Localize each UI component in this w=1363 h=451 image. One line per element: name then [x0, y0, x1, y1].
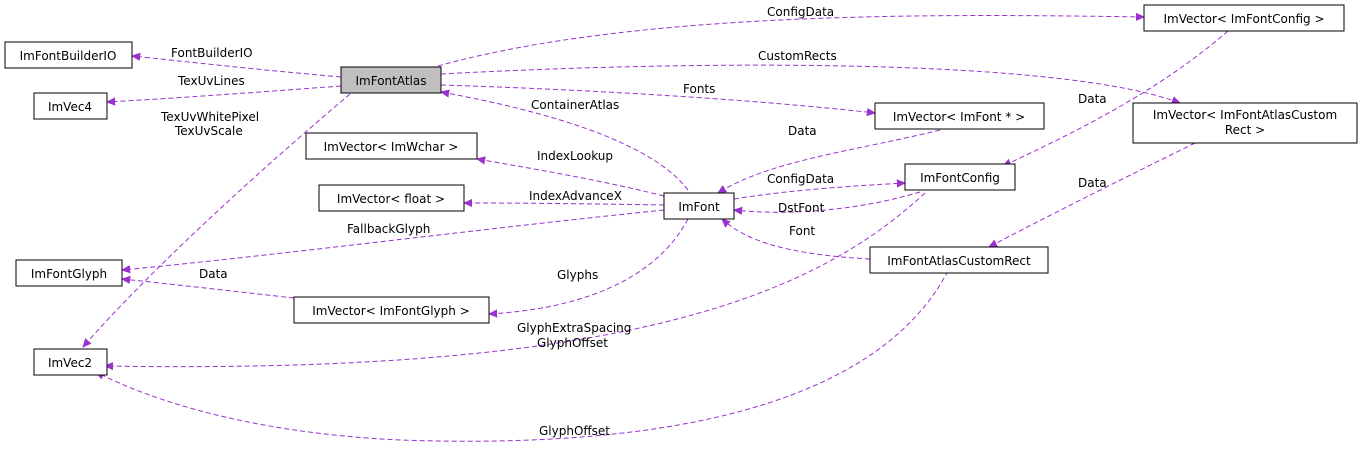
node-imvector-imwchar[interactable]: ImVector< ImWchar >	[305, 132, 478, 160]
edge-label-fontbuilderio: FontBuilderIO	[171, 46, 253, 60]
edge-indexlookup	[477, 159, 665, 197]
edge-label-data-glyph: Data	[199, 267, 228, 281]
node-label-imvector-customrect-line1: ImVector< ImFontAtlasCustom	[1153, 108, 1337, 122]
node-imfont[interactable]: ImFont	[663, 192, 735, 220]
edge-label-texuvscale: TexUvScale	[174, 124, 243, 138]
node-label-imvector-imwchar: ImVector< ImWchar >	[324, 140, 459, 154]
edge-label-fallbackglyph: FallbackGlyph	[347, 222, 430, 236]
edge-label-glyphextraspacing: GlyphExtraSpacing	[517, 321, 631, 335]
node-label-imvector-imfont-ptr: ImVector< ImFont * >	[893, 110, 1025, 124]
node-imfontglyph[interactable]: ImFontGlyph	[15, 259, 123, 287]
node-label-imvec2: ImVec2	[48, 356, 92, 370]
edge-indexadvancex	[464, 203, 665, 205]
node-label-imvector-customrect-line2: Rect >	[1225, 123, 1265, 137]
edges	[83, 16, 1229, 442]
node-label-imfontglyph: ImFontGlyph	[31, 267, 107, 281]
node-label-imvector-imfontglyph: ImVector< ImFontGlyph >	[312, 304, 470, 318]
node-imvector-imfontconfig[interactable]: ImVector< ImFontConfig >	[1143, 4, 1345, 32]
node-imfontatlascustomrect[interactable]: ImFontAtlasCustomRect	[869, 246, 1049, 274]
edge-glyphextraspacing	[105, 192, 926, 367]
edge-label-configdata-top: ConfigData	[767, 5, 834, 19]
edge-label-font: Font	[789, 224, 815, 238]
edge-fontbuilderio	[132, 56, 342, 78]
edge-label-dstfont: DstFont	[778, 201, 825, 215]
edge-label-texuvlines: TexUvLines	[177, 74, 245, 88]
edge-data-fontptr	[718, 129, 941, 193]
edge-data-fontconfig	[1003, 30, 1229, 166]
edge-customrects	[440, 64, 1180, 103]
edge-glyphoffset-rect	[96, 270, 949, 442]
edge-label-indexlookup: IndexLookup	[537, 149, 613, 163]
edge-label-configdata-font: ConfigData	[767, 172, 834, 186]
edge-containeratlas	[441, 92, 689, 191]
edge-label-containeratlas: ContainerAtlas	[531, 98, 619, 112]
edge-texuv-imvec2	[83, 93, 351, 347]
node-label-imfont: ImFont	[678, 200, 720, 214]
node-imfontbuilderio[interactable]: ImFontBuilderIO	[4, 41, 133, 69]
edge-label-texuvwhitepixel: TexUvWhitePixel	[160, 110, 259, 124]
edge-fallbackglyph	[122, 209, 665, 270]
edge-configdata-font	[733, 183, 905, 200]
node-label-imfontconfig: ImFontConfig	[920, 171, 1000, 185]
edge-label-data-fontconfig: Data	[1078, 92, 1107, 106]
edge-texuvlines	[107, 85, 342, 102]
node-imvector-float[interactable]: ImVector< float >	[318, 184, 465, 212]
node-label-imvec4: ImVec4	[48, 100, 92, 114]
node-label-imfontatlascustomrect: ImFontAtlasCustomRect	[887, 254, 1031, 268]
edge-dstfont	[734, 191, 921, 212]
edge-fonts	[440, 84, 875, 113]
node-label-imvector-float: ImVector< float >	[337, 192, 445, 206]
nodes: ImFontAtlas ImFontBuilderIO ImVec4 ImVec…	[4, 4, 1358, 376]
edge-labels: ConfigData FontBuilderIO CustomRects Tex…	[160, 5, 1107, 438]
node-imvec4[interactable]: ImVec4	[33, 92, 108, 120]
edge-label-indexadvancex: IndexAdvanceX	[529, 189, 622, 203]
node-imvec2[interactable]: ImVec2	[33, 348, 108, 376]
edge-label-data-fontptr: Data	[788, 124, 817, 138]
node-imfontatlas[interactable]: ImFontAtlas	[340, 66, 442, 94]
node-label-imfontatlas: ImFontAtlas	[356, 74, 427, 88]
edge-label-customrects: CustomRects	[758, 49, 837, 63]
node-label-imfontbuilderio: ImFontBuilderIO	[20, 49, 117, 63]
node-imfontconfig[interactable]: ImFontConfig	[904, 163, 1016, 191]
node-imvector-imfontglyph[interactable]: ImVector< ImFontGlyph >	[293, 296, 490, 324]
edge-label-glyphs: Glyphs	[557, 268, 598, 282]
node-imvector-imfont-ptr[interactable]: ImVector< ImFont * >	[874, 102, 1045, 130]
node-label-imvector-imfontconfig: ImVector< ImFontConfig >	[1163, 12, 1324, 26]
edge-label-glyphoffset-config: GlyphOffset	[537, 336, 608, 350]
edge-configdata-fontconfig-vector	[437, 16, 1144, 67]
edge-data-glyph	[122, 279, 295, 299]
edge-glyphs	[489, 218, 689, 314]
edge-font	[722, 219, 871, 260]
edge-label-glyphoffset-rect: GlyphOffset	[539, 424, 610, 438]
edge-label-data-customrect: Data	[1078, 176, 1107, 190]
edge-label-fonts: Fonts	[683, 82, 715, 96]
node-imvector-imfontatlascustomrect[interactable]: ImVector< ImFontAtlasCustom Rect >	[1132, 102, 1358, 144]
